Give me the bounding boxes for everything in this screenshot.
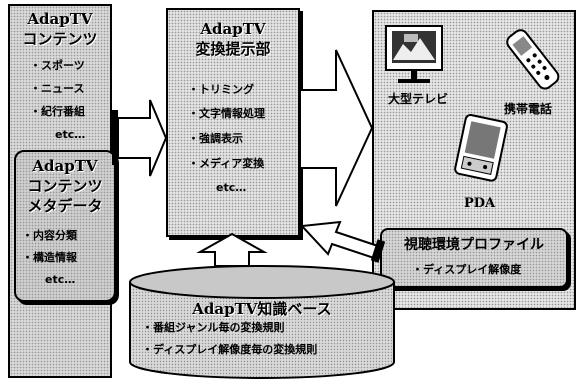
engine-title-line1: AdapTV [200, 20, 266, 38]
engine-item-trimming: ・トリミング [188, 83, 254, 96]
engine-item-text-processing: ・文字情報処理 [188, 107, 265, 120]
engine-item-emphasis: ・強調表示 [188, 132, 243, 145]
profile-box [380, 228, 568, 288]
contents-item-sports: ・スポーツ [30, 59, 85, 72]
adapt-arrow [299, 49, 374, 207]
metadata-title-line3: メタデータ [27, 197, 103, 215]
profile-item: ・ディスプレイ解像度 [412, 263, 522, 276]
metadata-item-etc: etc… [45, 273, 76, 286]
metadata-title-line2: コンテンツ [27, 177, 103, 195]
knowledge-item-genre-rules: ・番組ジャンル毎の変換規則 [142, 321, 285, 334]
metadata-box [14, 150, 116, 302]
phone-label: 携帯電話 [504, 102, 553, 116]
pda-icon [454, 114, 508, 182]
engine-document [166, 8, 300, 237]
profile-title: 視聴環境プロファイル [404, 237, 544, 253]
metadata-item-classification: ・内容分類 [22, 229, 77, 242]
contents-item-news: ・ニュース [30, 82, 85, 95]
profile-arrow [299, 220, 386, 263]
contents-title-line1: AdapTV [27, 10, 93, 28]
knowledge-item-resolution-rules: ・ディスプレイ解像度毎の変換規則 [142, 343, 318, 356]
pda-label: PDA [464, 196, 496, 211]
knowledge-title: AdapTV知識ベース [192, 300, 332, 318]
contents-item-travel: ・紀行番組 [30, 105, 85, 118]
engine-item-media-conversion: ・メディア変換 [188, 157, 265, 170]
contents-item-etc: etc… [55, 128, 86, 141]
tv-label: 大型テレビ [388, 92, 449, 106]
transmit-arrow [112, 99, 168, 177]
metadata-title-line1: AdapTV [32, 157, 98, 175]
knowledge-base-cylinder [129, 265, 395, 379]
contents-title-line2: コンテンツ [22, 30, 98, 48]
knowledge-arrow [196, 232, 268, 267]
tv-icon [385, 25, 443, 83]
metadata-item-structure: ・構造情報 [22, 251, 77, 264]
engine-item-etc: etc… [216, 181, 247, 194]
phone-icon [506, 29, 560, 90]
engine-title-line2: 変換提示部 [195, 40, 271, 58]
